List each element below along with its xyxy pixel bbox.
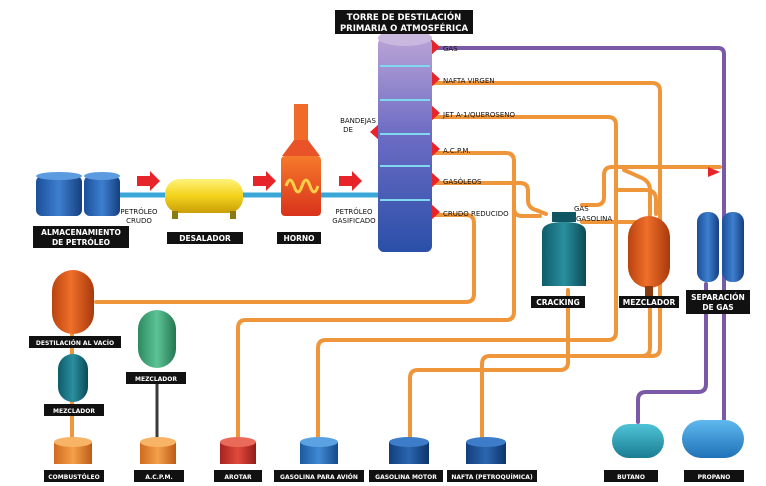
pipe-mezclador-down	[640, 304, 652, 358]
pipe-cracking-up	[580, 165, 722, 207]
arrow-right-icon	[339, 171, 362, 191]
annotation-petroleo-gas-1: PETRÓLEO	[335, 207, 373, 216]
annotation-cracking-gasolina: GASOLINA	[576, 215, 612, 223]
label-horno: HORNO	[283, 234, 314, 243]
tank-nafta	[466, 437, 506, 464]
pipe-nafta	[430, 81, 662, 440]
tank-propano	[682, 420, 744, 458]
annotation-petroleo-crudo-1: PETRÓLEO	[120, 207, 158, 216]
vacuum-distillation-vessel	[52, 270, 94, 334]
title-line-1: TORRE DE DESTILACIÓN	[347, 11, 461, 23]
output-acpm: A.C.P.M.	[443, 147, 471, 155]
pipe-gas-line	[430, 46, 726, 422]
pipe-to-butano	[636, 282, 708, 424]
tank-arotar	[220, 437, 256, 464]
gas-separation-tanks	[697, 212, 744, 282]
label-nafta-petroquimica: NAFTA (PETROQUÍMICA)	[451, 473, 533, 481]
label-mezclador-right: MEZCLADOR	[623, 298, 676, 307]
label-almacenamiento-1: ALMACENAMIENTO	[41, 228, 121, 237]
blender-left	[58, 354, 88, 402]
pipe-acpm-branch	[236, 206, 516, 440]
output-nafta: NAFTA VIRGEN	[443, 77, 494, 85]
tank-combustoleo	[54, 437, 92, 464]
blender-right	[628, 216, 670, 306]
label-arotar: AROTAR	[224, 474, 252, 481]
annotation-petroleo-crudo-2: CRUDO	[126, 217, 152, 225]
pipe-jet	[316, 115, 618, 440]
label-destilacion-vacio: DESTILACIÓN AL VACÍO	[36, 339, 114, 347]
arrow-right-icon	[253, 171, 276, 191]
label-butano: BUTANO	[617, 474, 645, 481]
desalter-vessel	[165, 179, 243, 219]
pipe-to-mezclador	[614, 188, 658, 216]
label-separacion-1: SEPARACIÓN	[691, 293, 745, 302]
label-cracking: CRACKING	[536, 298, 580, 307]
tank-gasolina-avion	[300, 437, 338, 464]
label-gasolina-avion: GASOLINA PARA AVIÓN	[280, 474, 358, 481]
product-tanks	[54, 420, 744, 464]
tank-gasolina-motor	[389, 437, 429, 464]
distillation-tower	[378, 30, 432, 252]
pipe-crudo-reducido	[94, 213, 476, 304]
annotation-petroleo-gas-2: GASIFICADO	[332, 217, 376, 225]
storage-tanks	[36, 172, 120, 216]
output-gasoleos: GASÓLEOS	[443, 177, 482, 186]
label-almacenamiento-2: DE PETRÓLEO	[52, 238, 110, 247]
tank-acpm	[140, 437, 176, 464]
tank-butano	[612, 424, 664, 458]
label-propano: PROPANO	[698, 474, 731, 481]
furnace	[281, 104, 321, 216]
cracking-unit	[542, 212, 586, 286]
output-jet: JET A-1/QUEROSENO	[442, 111, 515, 119]
label-mezclador-mid: MEZCLADOR	[135, 376, 177, 383]
label-mezclador-left: MEZCLADOR	[53, 408, 95, 415]
label-desalador: DESALADOR	[179, 234, 231, 243]
output-gas: GAS	[443, 45, 458, 53]
label-separacion-2: DE GAS	[702, 303, 733, 312]
blender-mid	[138, 310, 176, 368]
arrow-right-icon	[708, 167, 720, 177]
label-boxes	[29, 10, 750, 482]
title-line-2: PRIMARIA O ATMOSFÉRICA	[340, 22, 468, 34]
label-gasolina-motor: GASOLINA MOTOR	[375, 474, 437, 481]
output-crudo-reducido: CRUDO REDUCIDO	[443, 210, 509, 218]
pipe-cracking-down	[408, 288, 570, 440]
annotation-bandejas-2: DE	[343, 126, 353, 134]
arrow-right-icon	[137, 171, 160, 191]
pipe-network	[70, 46, 726, 440]
label-combustoleo: COMBUSTÓLEO	[48, 474, 99, 481]
pipe-gasoleos	[430, 181, 548, 216]
annotation-bandejas-1: BANDEJAS	[340, 117, 376, 125]
label-acpm-product: A.C.P.M.	[145, 474, 173, 481]
annotation-cracking-gas: GAS	[574, 205, 589, 213]
